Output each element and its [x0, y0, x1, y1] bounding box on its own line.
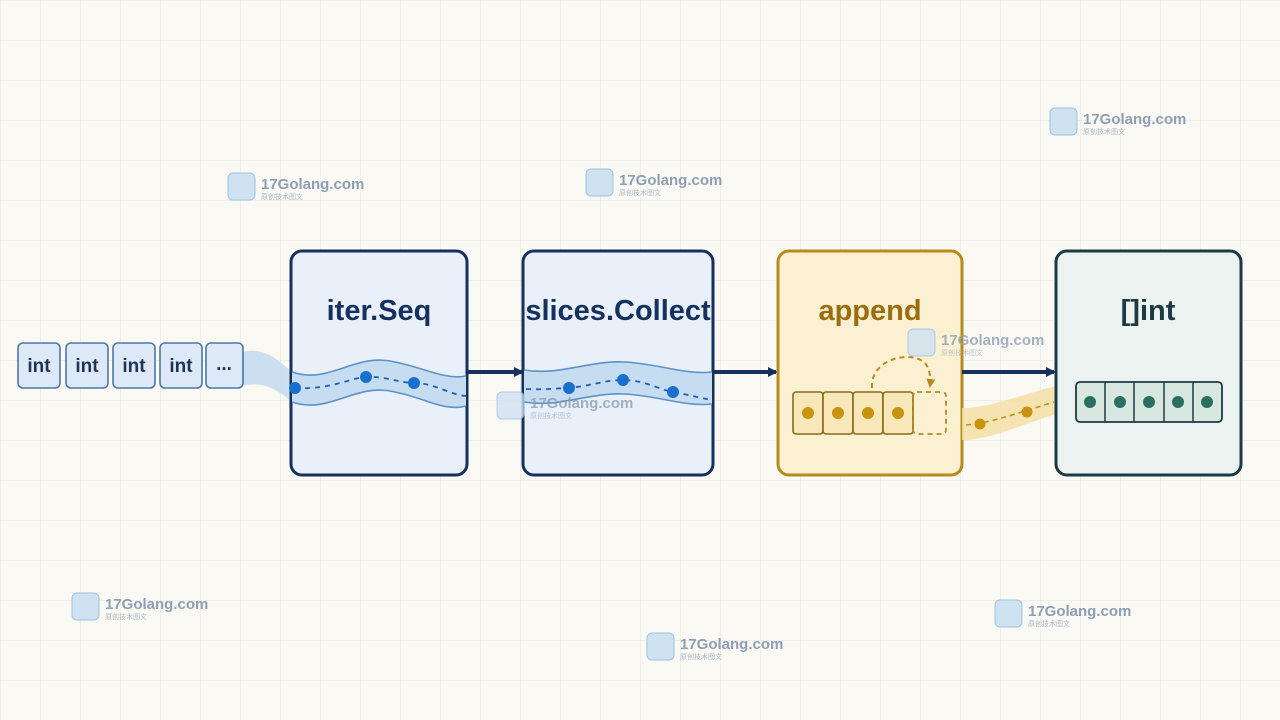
watermark: 17Golang.com 原创技术图文	[994, 599, 1131, 628]
input-item-label: int	[75, 356, 99, 377]
watermark: 17Golang.com 原创技术图文	[907, 328, 1044, 357]
value-dot	[360, 371, 372, 383]
watermark: 17Golang.com 原创技术图文	[1049, 107, 1186, 136]
input-sequence: int int int int ...	[17, 342, 244, 389]
watermark-logo-icon	[227, 172, 256, 201]
input-item: int	[159, 342, 203, 389]
append-arrow	[870, 356, 936, 389]
element-dot	[802, 407, 814, 419]
value-dot	[667, 386, 679, 398]
input-item-label: int	[169, 356, 193, 377]
watermark-logo-icon	[994, 599, 1023, 628]
result-cells	[1075, 381, 1223, 423]
stage-title: slices.Collect	[525, 295, 711, 327]
watermark-subtext: 原创技术图文	[680, 652, 722, 661]
watermark: 17Golang.com 原创技术图文	[71, 592, 208, 621]
value-dot	[563, 382, 575, 394]
value-dot	[289, 382, 301, 394]
stage-iter-seq: iter.Seq	[289, 249, 469, 477]
stage-int-slice: []int	[1054, 249, 1243, 477]
watermark-logo-icon	[585, 168, 614, 197]
value-dot	[408, 377, 420, 389]
output-stream	[962, 386, 1056, 440]
element-dot	[1084, 396, 1096, 408]
watermark-subtext: 原创技术图文	[105, 612, 147, 621]
watermark-logo-icon	[646, 632, 675, 661]
watermark-logo-icon	[1049, 107, 1078, 136]
watermark: 17Golang.com 原创技术图文	[496, 391, 633, 420]
output-flow-path	[965, 401, 1055, 426]
slice-cells	[792, 391, 947, 435]
watermark-logo-icon	[907, 328, 936, 357]
stage-title: append	[818, 295, 921, 327]
stage-append: append	[776, 249, 964, 477]
new-slot	[912, 391, 947, 435]
flow-path	[294, 376, 467, 397]
watermark-text: 17Golang.com	[1028, 603, 1131, 620]
watermark-text: 17Golang.com	[1083, 111, 1186, 128]
element-dot	[832, 407, 844, 419]
element-dot	[1114, 396, 1126, 408]
input-stream	[242, 350, 292, 402]
watermark: 17Golang.com 原创技术图文	[646, 632, 783, 661]
watermark-text: 17Golang.com	[619, 172, 722, 189]
input-item-label: ...	[216, 354, 232, 375]
value-dot	[974, 418, 986, 430]
watermark-subtext: 原创技术图文	[1083, 127, 1125, 136]
watermark-text: 17Golang.com	[105, 596, 208, 613]
element-dot	[862, 407, 874, 419]
watermark-subtext: 原创技术图文	[261, 192, 303, 201]
watermark-logo-icon	[71, 592, 100, 621]
input-item: ...	[205, 342, 244, 389]
stage-title: iter.Seq	[327, 295, 432, 327]
input-item: int	[17, 342, 61, 389]
watermark-text: 17Golang.com	[530, 395, 633, 412]
input-item-label: int	[122, 356, 146, 377]
value-dot	[1021, 406, 1033, 418]
value-dot	[617, 374, 629, 386]
stream-edge	[291, 389, 467, 409]
input-item: int	[112, 342, 156, 389]
element-dot	[1172, 396, 1184, 408]
watermark-subtext: 原创技术图文	[941, 348, 983, 357]
element-dot	[1143, 396, 1155, 408]
watermark: 17Golang.com 原创技术图文	[585, 168, 722, 197]
stage-slices-collect: slices.Collect	[521, 249, 715, 477]
stream-edge	[523, 361, 713, 374]
watermark-text: 17Golang.com	[941, 332, 1044, 349]
input-item: int	[65, 342, 109, 389]
stream-edge	[291, 359, 467, 378]
input-item-label: int	[27, 356, 51, 377]
element-dot	[1201, 396, 1213, 408]
stream-edge	[523, 393, 713, 406]
watermark: 17Golang.com 原创技术图文	[227, 172, 364, 201]
element-dot	[892, 407, 904, 419]
flow-path	[525, 379, 713, 401]
stage-title: []int	[1121, 295, 1176, 327]
watermark-subtext: 原创技术图文	[619, 188, 661, 197]
watermark-text: 17Golang.com	[680, 636, 783, 653]
watermark-subtext: 原创技术图文	[1028, 619, 1070, 628]
watermark-subtext: 原创技术图文	[530, 411, 572, 420]
watermark-logo-icon	[496, 391, 525, 420]
stream-band	[292, 360, 466, 408]
watermark-text: 17Golang.com	[261, 176, 364, 193]
